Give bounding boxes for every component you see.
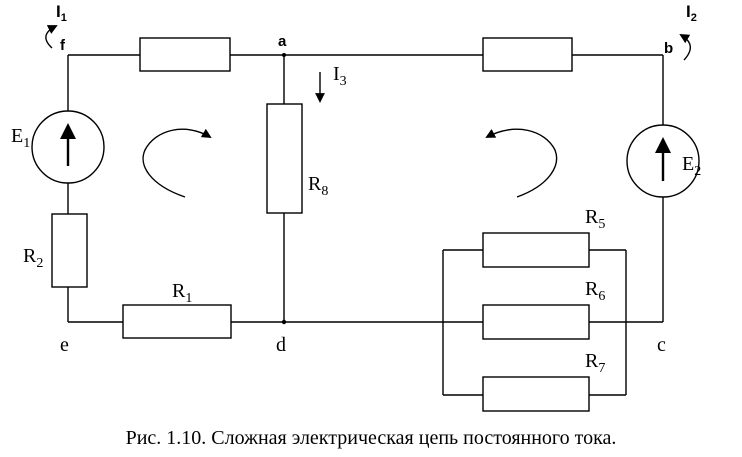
source-e1-arrow-icon <box>60 123 76 139</box>
resistor-r8 <box>266 103 303 214</box>
label-e1: E1 <box>11 125 30 151</box>
resistor-r5 <box>482 232 590 268</box>
resistor-r7 <box>482 376 590 412</box>
loop-right-arrow-icon <box>485 128 558 198</box>
node-label-b: b <box>664 40 673 57</box>
label-i3: I3 <box>333 63 347 89</box>
source-e2-arrow-icon <box>655 137 671 153</box>
current-i2-arrow-icon <box>679 34 691 61</box>
label-r2: R2 <box>23 245 43 271</box>
junction-d <box>281 319 287 325</box>
current-i1-arrow-icon <box>45 25 58 49</box>
resistor-ab <box>482 37 573 72</box>
label-r5: R5 <box>585 206 605 232</box>
label-i1: I1 <box>56 2 67 24</box>
junction-a <box>282 53 286 57</box>
figure-caption: Рис. 1.10. Сложная электрическая цепь по… <box>126 427 617 449</box>
node-label-d: d <box>276 334 286 356</box>
resistor-fa <box>139 37 231 72</box>
node-label-e: e <box>60 334 69 356</box>
label-i2: I2 <box>686 2 697 24</box>
label-e2: E2 <box>682 153 701 179</box>
label-r6: R6 <box>585 278 605 304</box>
resistor-r2 <box>51 213 88 288</box>
source-e1 <box>31 110 105 184</box>
label-r1: R1 <box>172 280 192 306</box>
loop-left-arrow-icon <box>142 128 212 198</box>
node-label-a: a <box>278 33 287 50</box>
resistor-r1 <box>122 304 232 339</box>
node-label-f: f <box>60 37 66 54</box>
label-r7: R7 <box>585 350 605 376</box>
label-r8: R8 <box>308 173 328 199</box>
source-e2 <box>626 124 700 198</box>
resistor-r6 <box>482 304 590 340</box>
node-label-c: c <box>657 334 666 356</box>
wires <box>67 54 664 396</box>
